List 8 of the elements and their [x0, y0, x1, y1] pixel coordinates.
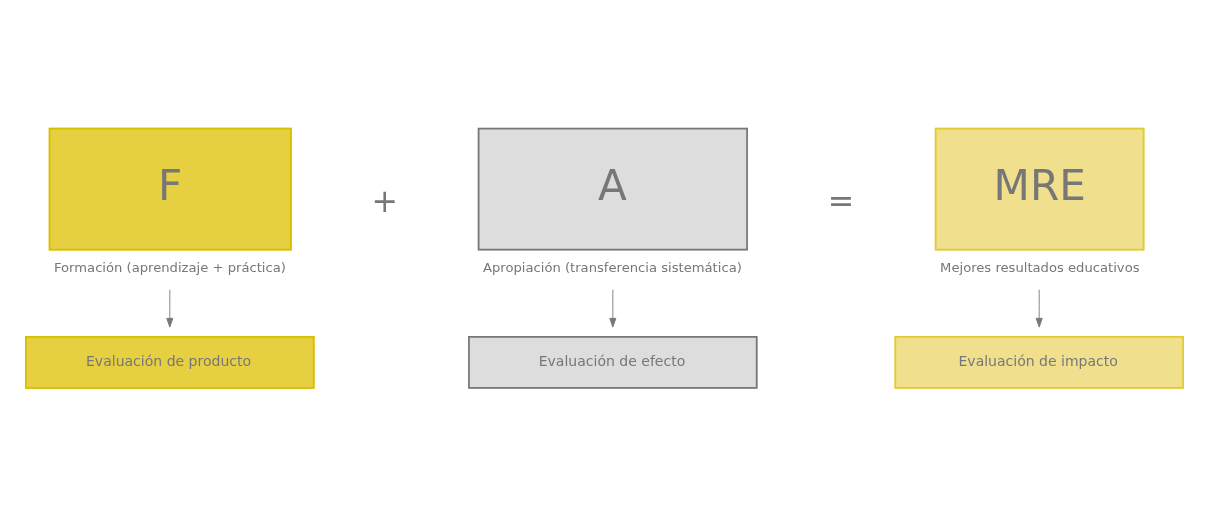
arrow — [609, 289, 617, 328]
label: = — [827, 182, 855, 219]
arrow — [1035, 289, 1043, 328]
node-label: Mejores resultados educativos — [940, 259, 1140, 275]
node-label: Formación (aprendizaje + práctica) — [53, 259, 286, 275]
node-label: Apropiación (transferencia sistemática) — [482, 259, 742, 275]
arrow — [166, 289, 174, 328]
label: + — [371, 182, 398, 219]
